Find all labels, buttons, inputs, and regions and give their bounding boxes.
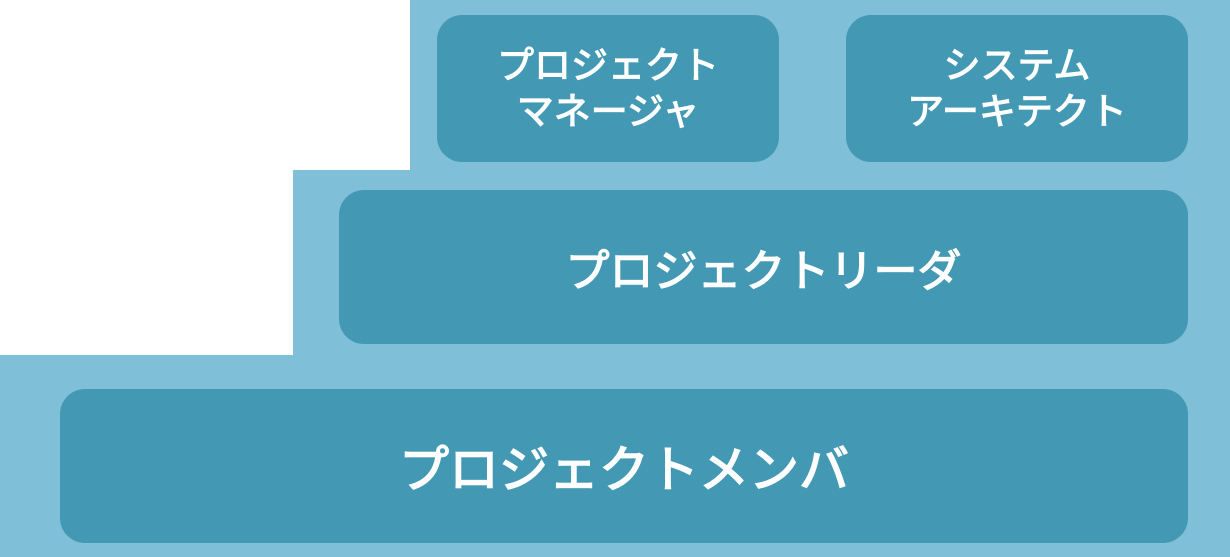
role-project-manager: プロジェクト マネージャ: [437, 15, 779, 162]
role-label-line2: アーキテクト: [907, 89, 1127, 133]
role-label-line2: マネージャ: [516, 89, 700, 133]
role-label: プロジェクトリーダ: [565, 246, 962, 297]
role-label: プロジェクトメンバ: [399, 441, 849, 499]
role-system-architect: システム アーキテクト: [846, 15, 1188, 162]
role-project-member: プロジェクトメンバ: [60, 389, 1188, 543]
role-label-line1: プロジェクト: [497, 43, 719, 87]
role-label-line1: システム: [943, 43, 1091, 87]
role-project-leader: プロジェクトリーダ: [339, 190, 1188, 344]
